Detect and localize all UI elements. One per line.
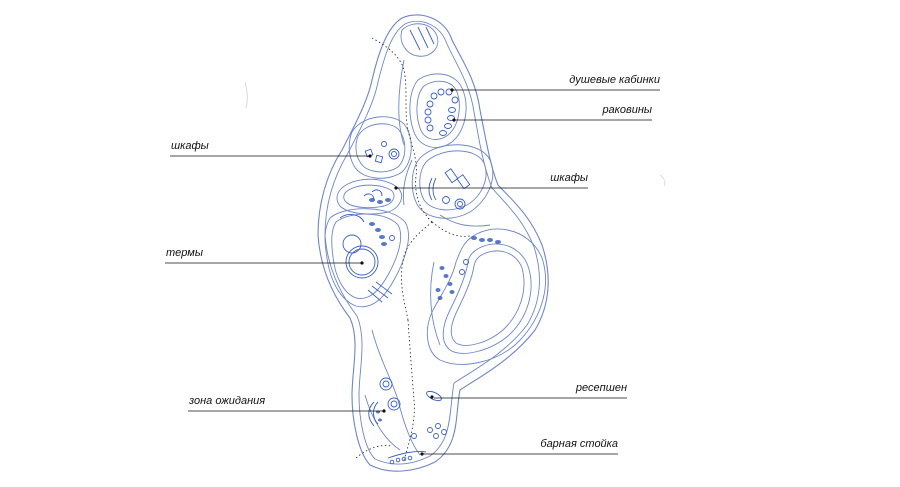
label-reception: ресепшен [575, 382, 627, 394]
room-lockers-left [348, 116, 412, 179]
lockers-left [364, 141, 400, 164]
room-hall-inner [442, 243, 532, 354]
corridor-wall-2 [402, 159, 413, 206]
room-hall-inner2 [450, 250, 525, 346]
stray-mark-right [659, 174, 666, 187]
room-lockers-right-inner [419, 150, 487, 211]
corridor-wall-4 [430, 261, 441, 346]
room-lower-funnel [371, 329, 421, 456]
room-lockers-right [411, 144, 494, 219]
bar-counter [387, 423, 447, 465]
label-shower-cabins: душевые кабинки [569, 74, 660, 86]
callout-lockers-right: шкафы [394, 172, 588, 190]
callout-lockers-left: шкафы [170, 140, 372, 158]
callout-shower-cabins: душевые кабинки [450, 74, 660, 92]
callout-bar-counter: барная стойка [420, 438, 618, 456]
callout-thermae: термы [165, 247, 364, 265]
callout-waiting-area: зона ожидания [188, 395, 386, 413]
reception-desk [426, 390, 442, 402]
room-lower-funnel-2 [364, 394, 401, 451]
circulation-paths [355, 37, 471, 461]
room-top [400, 23, 439, 57]
room-thermae-inner [331, 213, 402, 299]
room-showers-inner [416, 80, 460, 140]
sinks [439, 107, 456, 136]
shower-cabins [424, 88, 459, 132]
label-sinks: раковины [601, 104, 652, 116]
thermae-fixtures [339, 214, 395, 303]
room-lockers-left-inner [355, 123, 406, 173]
hall-loungers [435, 236, 501, 300]
label-lockers-right: шкафы [550, 172, 588, 184]
room-showers [409, 73, 467, 148]
callout-reception: ресепшен [434, 382, 627, 399]
room-hall-right [426, 228, 546, 365]
room-middle-left-inner [343, 184, 395, 209]
stray-mark-left [244, 81, 248, 109]
building-outline-outer [317, 14, 549, 472]
label-lockers-left: шкафы [171, 140, 209, 152]
waiting-area-fixtures [368, 377, 401, 427]
lockers-right [428, 168, 471, 210]
label-bar-counter: барная стойка [540, 438, 618, 450]
label-thermae: термы [166, 247, 203, 259]
corridor-wall-1 [398, 59, 405, 146]
middle-left-fixtures [363, 189, 391, 204]
label-waiting-area: зона ожидания [188, 395, 265, 407]
callout-sinks: раковины [452, 104, 652, 122]
corridor-wall-3 [439, 214, 491, 227]
top-room-hatch [409, 26, 435, 51]
